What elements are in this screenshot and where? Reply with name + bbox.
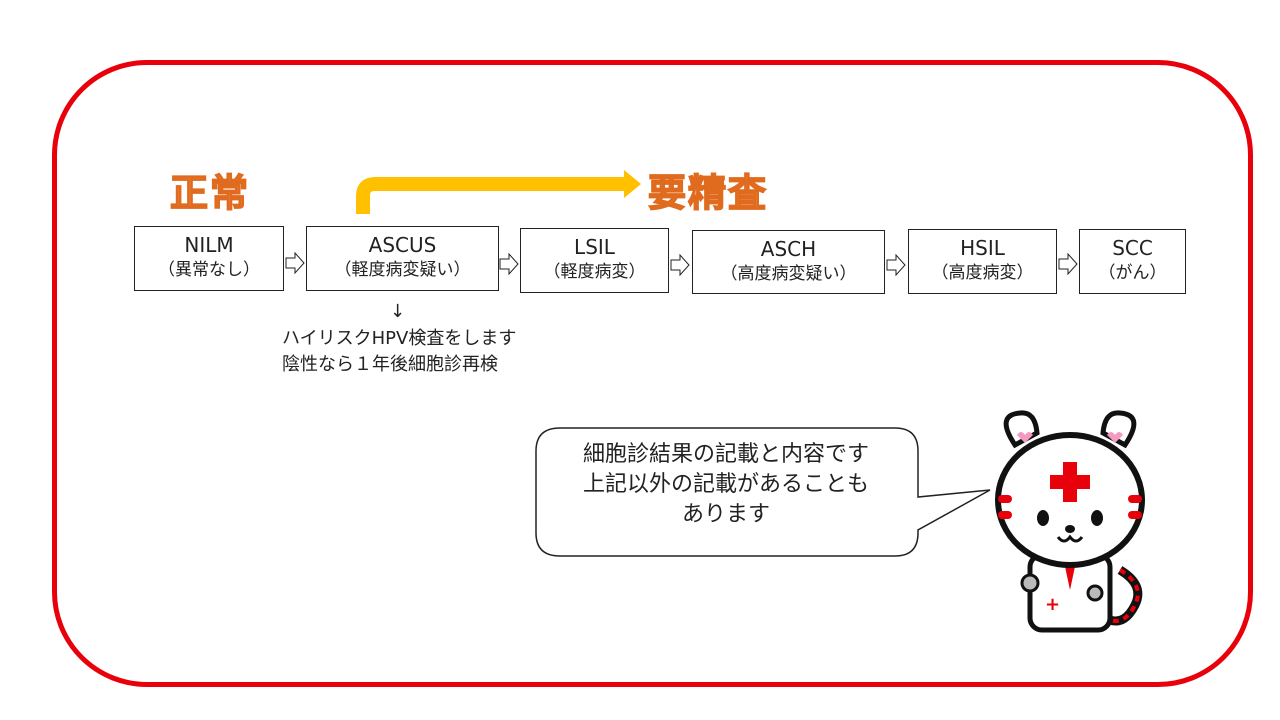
stage-lsil: LSIL（軽度病変）	[520, 228, 669, 293]
next-arrow-icon	[499, 253, 519, 275]
down-arrow: ↓	[390, 301, 406, 322]
needs-exam-label: 要精査	[647, 170, 769, 216]
stage-hsil: HSIL（高度病変）	[908, 229, 1057, 294]
ascus-note-line2: 陰性なら１年後細胞診再検	[282, 354, 498, 375]
next-arrow-icon	[1058, 253, 1078, 275]
callout-text: 細胞診結果の記載と内容です上記以外の記載があることもあります	[582, 442, 869, 527]
ascus-note-line1: ハイリスクHPV検査をします	[282, 328, 517, 349]
stage-ascus: ASCUS（軽度病変疑い）	[306, 226, 499, 291]
next-arrow-icon	[285, 252, 305, 274]
next-arrow-icon	[886, 254, 906, 276]
stage-asch: ASCH（高度病変疑い）	[692, 230, 885, 294]
slide-frame	[52, 60, 1253, 687]
normal-label: 正常	[169, 170, 251, 216]
stage-nilm: NILM（異常なし）	[134, 226, 284, 291]
mascot-nurse-tiger-illustration: +	[995, 410, 1145, 633]
next-arrow-icon	[670, 254, 690, 276]
stage-scc: SCC（がん）	[1079, 229, 1186, 294]
svg-text:+: +	[1045, 594, 1060, 615]
